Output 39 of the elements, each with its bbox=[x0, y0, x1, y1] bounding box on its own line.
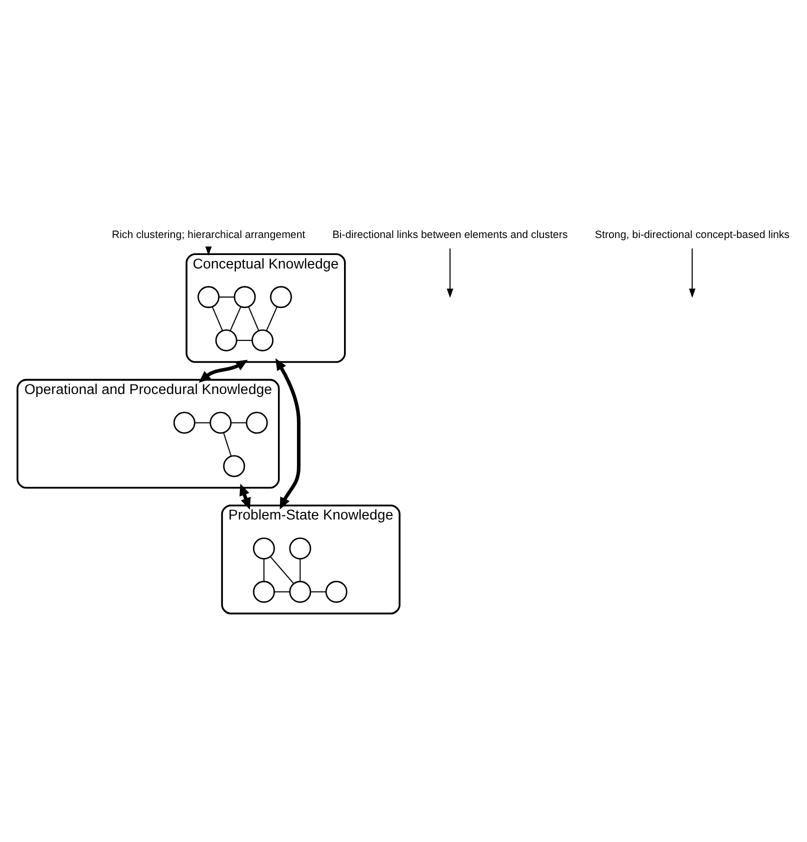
connector bbox=[236, 340, 252, 341]
node-circle bbox=[246, 412, 268, 434]
connector bbox=[270, 556, 294, 584]
node-circle bbox=[325, 580, 348, 603]
node-circle bbox=[210, 412, 232, 434]
node-circle bbox=[289, 580, 312, 603]
node-circle bbox=[223, 455, 246, 478]
connector bbox=[248, 306, 260, 331]
connector bbox=[310, 591, 326, 592]
cluster: Operational and Procedural Knowledge bbox=[16, 378, 280, 489]
node-text: Rich clustering; hierarchical arrangement bbox=[112, 229, 306, 242]
connector bbox=[266, 306, 278, 332]
node-circle bbox=[234, 286, 256, 308]
node-circle bbox=[252, 329, 274, 352]
node-circle bbox=[252, 580, 275, 603]
node-circle bbox=[289, 537, 312, 560]
node-circle bbox=[215, 329, 238, 352]
connector bbox=[230, 306, 242, 332]
node-circle bbox=[198, 286, 220, 308]
connector bbox=[274, 591, 290, 592]
node-text: Strong, bi-directional concept-based links bbox=[594, 229, 790, 242]
connector bbox=[212, 306, 223, 331]
node-circle bbox=[173, 412, 196, 434]
node-circle bbox=[270, 286, 292, 308]
node-circle bbox=[252, 537, 275, 560]
cluster: Conceptual Knowledge bbox=[186, 253, 346, 363]
connector bbox=[219, 296, 234, 298]
connector bbox=[231, 422, 246, 424]
arrow bbox=[688, 248, 696, 298]
arrow bbox=[198, 360, 248, 383]
node-text: Bi-directional links between elements and clusters bbox=[332, 229, 568, 242]
cluster: Problem-State Knowledge bbox=[221, 504, 400, 614]
arrow bbox=[275, 358, 301, 510]
connector bbox=[263, 558, 264, 582]
connector bbox=[300, 558, 301, 582]
connector bbox=[223, 432, 232, 456]
connector bbox=[194, 422, 210, 424]
arrow bbox=[240, 484, 251, 510]
arrow bbox=[446, 248, 454, 298]
